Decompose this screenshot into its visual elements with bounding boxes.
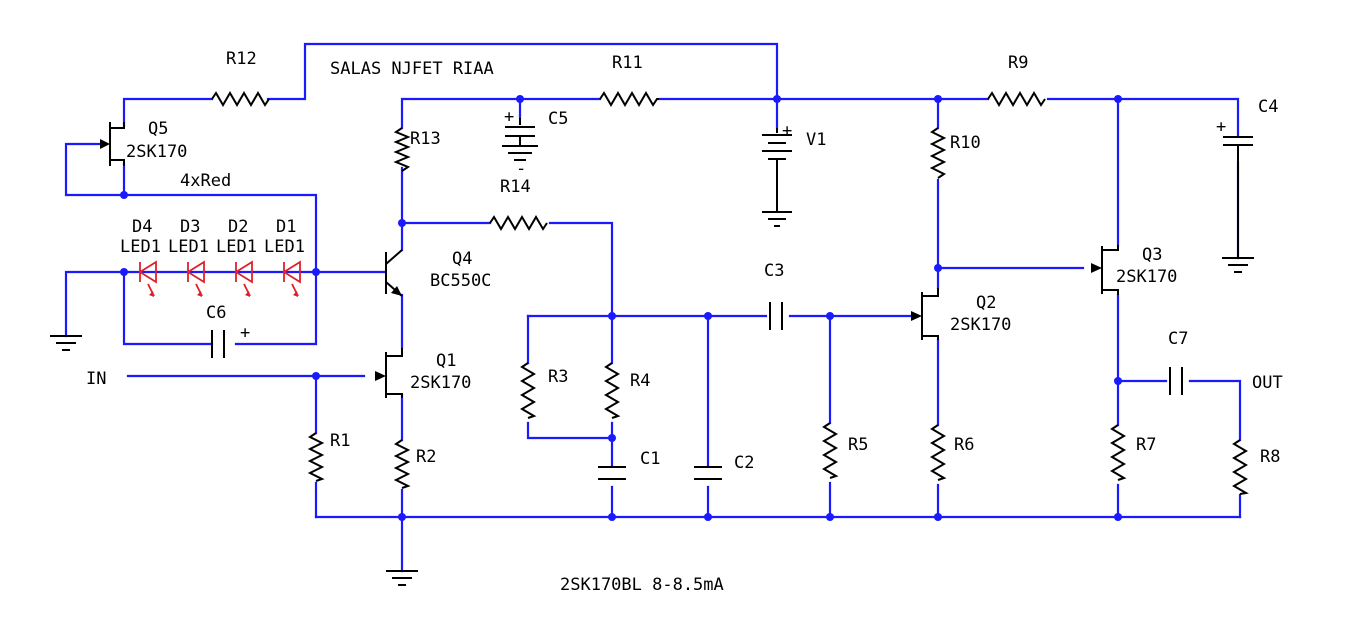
r5-resistor — [822, 422, 839, 479]
label-r9: R9 — [1008, 53, 1028, 73]
led-d2 — [234, 260, 253, 297]
label-r12: R12 — [226, 49, 257, 69]
label-q4: Q4 — [452, 249, 472, 269]
footer-note: 2SK170BL 8-8.5mA — [560, 575, 724, 595]
r2-resistor — [393, 439, 411, 489]
c4-plus-mark: + — [1216, 117, 1226, 137]
label-c5: C5 — [548, 109, 568, 129]
label-c4: C4 — [1258, 97, 1278, 117]
label-c6: C6 — [206, 303, 226, 323]
r1-resistor — [307, 432, 325, 482]
label-d3-part: LED1 — [168, 237, 209, 257]
label-r11: R11 — [612, 53, 643, 73]
led-d1 — [282, 260, 301, 297]
label-r10: R10 — [950, 133, 981, 153]
label-q1-part: 2SK170 — [410, 373, 471, 393]
label-r7: R7 — [1136, 435, 1156, 455]
label-c3: C3 — [764, 261, 784, 281]
schematic-title: SALAS NJFET RIAA — [330, 59, 494, 79]
label-q2: Q2 — [976, 293, 996, 313]
label-d2-part: LED1 — [216, 237, 257, 257]
q1-jfet — [375, 348, 403, 398]
q3-jfet — [1091, 245, 1119, 295]
c3-capacitor — [769, 302, 783, 330]
label-d1-part: LED1 — [264, 237, 305, 257]
r8-resistor — [1232, 439, 1249, 495]
c6-capacitor — [211, 330, 225, 358]
label-q2-part: 2SK170 — [950, 315, 1011, 335]
r7-resistor — [1110, 424, 1127, 481]
ground-led-string — [50, 335, 82, 351]
label-q5-part: 2SK170 — [126, 142, 187, 162]
label-q3-part: 2SK170 — [1116, 267, 1177, 287]
q5-jfet — [100, 122, 125, 166]
label-c1: C1 — [640, 449, 660, 469]
r3-resistor — [520, 362, 537, 419]
r9-resistor — [987, 91, 1046, 107]
r10-resistor — [929, 127, 947, 179]
label-r8: R8 — [1260, 447, 1280, 467]
label-c2: C2 — [734, 453, 754, 473]
label-d1: D1 — [276, 217, 296, 237]
r13-resistor — [393, 127, 411, 172]
label-r13: R13 — [410, 129, 441, 149]
q2-jfet — [911, 288, 939, 340]
c4-capacitor — [1222, 136, 1254, 273]
r12-resistor — [211, 91, 270, 107]
v1-plus-mark: + — [782, 121, 792, 141]
c6-plus-mark: + — [240, 323, 250, 343]
led-d4 — [138, 260, 157, 297]
wires — [64, 42, 1242, 573]
label-r3: R3 — [548, 367, 568, 387]
led-d3 — [186, 260, 205, 297]
v1-battery — [762, 128, 792, 227]
label-r6: R6 — [954, 435, 974, 455]
r6-resistor — [930, 424, 947, 481]
led-string-label: 4xRed — [180, 171, 231, 191]
q4-bjt — [385, 249, 403, 297]
c5-plus-mark: + — [504, 107, 514, 127]
label-q5: Q5 — [148, 119, 168, 139]
c7-capacitor — [1169, 367, 1183, 395]
input-port-label: IN — [86, 369, 106, 389]
c5-minus-mark: - — [516, 159, 526, 179]
c2-capacitor — [694, 466, 722, 480]
label-q3: Q3 — [1142, 245, 1162, 265]
r14-resistor — [489, 215, 548, 231]
label-d2: D2 — [228, 217, 248, 237]
junction-dots — [120, 95, 1122, 521]
label-c7: C7 — [1168, 329, 1188, 349]
label-r4: R4 — [630, 371, 650, 391]
label-r5: R5 — [848, 435, 868, 455]
label-q1: Q1 — [436, 351, 456, 371]
c5-capacitor — [502, 118, 538, 161]
r4-resistor — [604, 362, 621, 419]
label-r14: R14 — [500, 177, 531, 197]
label-d3: D3 — [180, 217, 200, 237]
label-q4-part: BC550C — [430, 271, 491, 291]
r11-resistor — [599, 91, 659, 107]
output-port-label: OUT — [1252, 373, 1283, 393]
label-r1: R1 — [330, 431, 350, 451]
ground-main — [386, 570, 418, 586]
c1-capacitor — [598, 466, 626, 480]
label-v1: V1 — [806, 130, 826, 150]
label-r2: R2 — [416, 447, 436, 467]
label-d4-part: LED1 — [120, 237, 161, 257]
label-d4: D4 — [132, 217, 152, 237]
